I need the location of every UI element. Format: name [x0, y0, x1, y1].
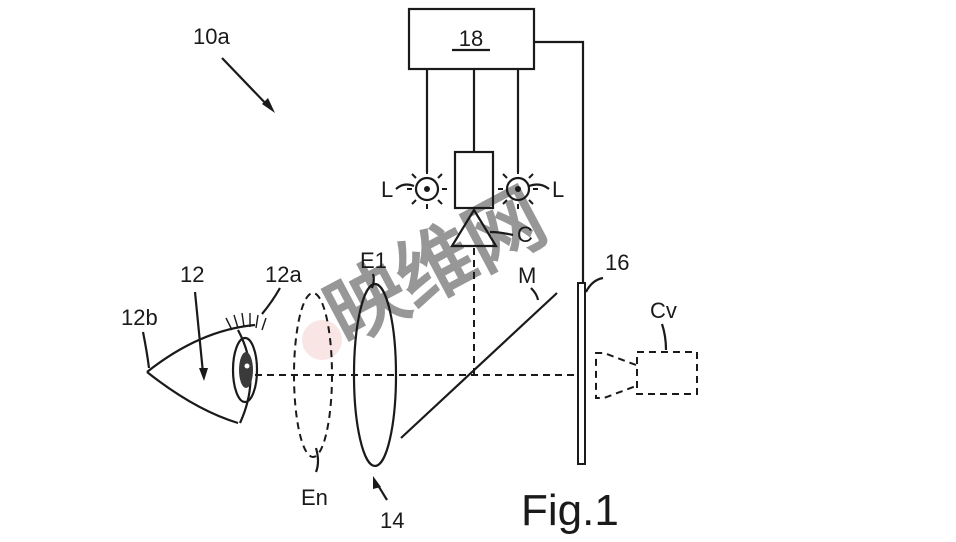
- optic-14: 14: [373, 476, 404, 533]
- figure-caption: Fig.1: [521, 486, 619, 535]
- light-source-right: L: [498, 169, 564, 209]
- label-lens-en: En: [301, 485, 328, 510]
- label-light-left: L: [381, 177, 393, 202]
- label-controller-18: 18: [459, 26, 483, 51]
- iris: [239, 352, 253, 388]
- label-camera-c: C: [517, 222, 533, 247]
- label-system-10a: 10a: [193, 24, 230, 49]
- label-mirror-m: M: [518, 263, 536, 288]
- mirror-m: M: [400, 263, 558, 439]
- camera-c: C: [450, 150, 533, 248]
- label-optic-14: 14: [380, 508, 404, 533]
- label-eye-12: 12: [180, 262, 204, 287]
- label-eye-corner-12b: 12b: [121, 305, 158, 330]
- label-lens-e1: E1: [360, 248, 387, 273]
- label-eyelid-12a: 12a: [265, 262, 302, 287]
- watermark-logo-mark: [302, 320, 342, 360]
- virtual-camera-cv: Cv: [595, 298, 698, 399]
- label-light-right: L: [552, 177, 564, 202]
- controller-box-18: 18: [407, 7, 536, 71]
- controller-wiring: [425, 40, 585, 290]
- arrow-system: [221, 57, 275, 113]
- label-virtual-camera-cv: Cv: [650, 298, 677, 323]
- display-16: 16: [577, 250, 629, 465]
- eye-12: 12 12a 12b: [121, 262, 302, 425]
- lens-en: En: [293, 292, 333, 510]
- light-source-left: L: [381, 169, 447, 209]
- lens-e1: E1: [352, 248, 398, 468]
- label-display-16: 16: [605, 250, 629, 275]
